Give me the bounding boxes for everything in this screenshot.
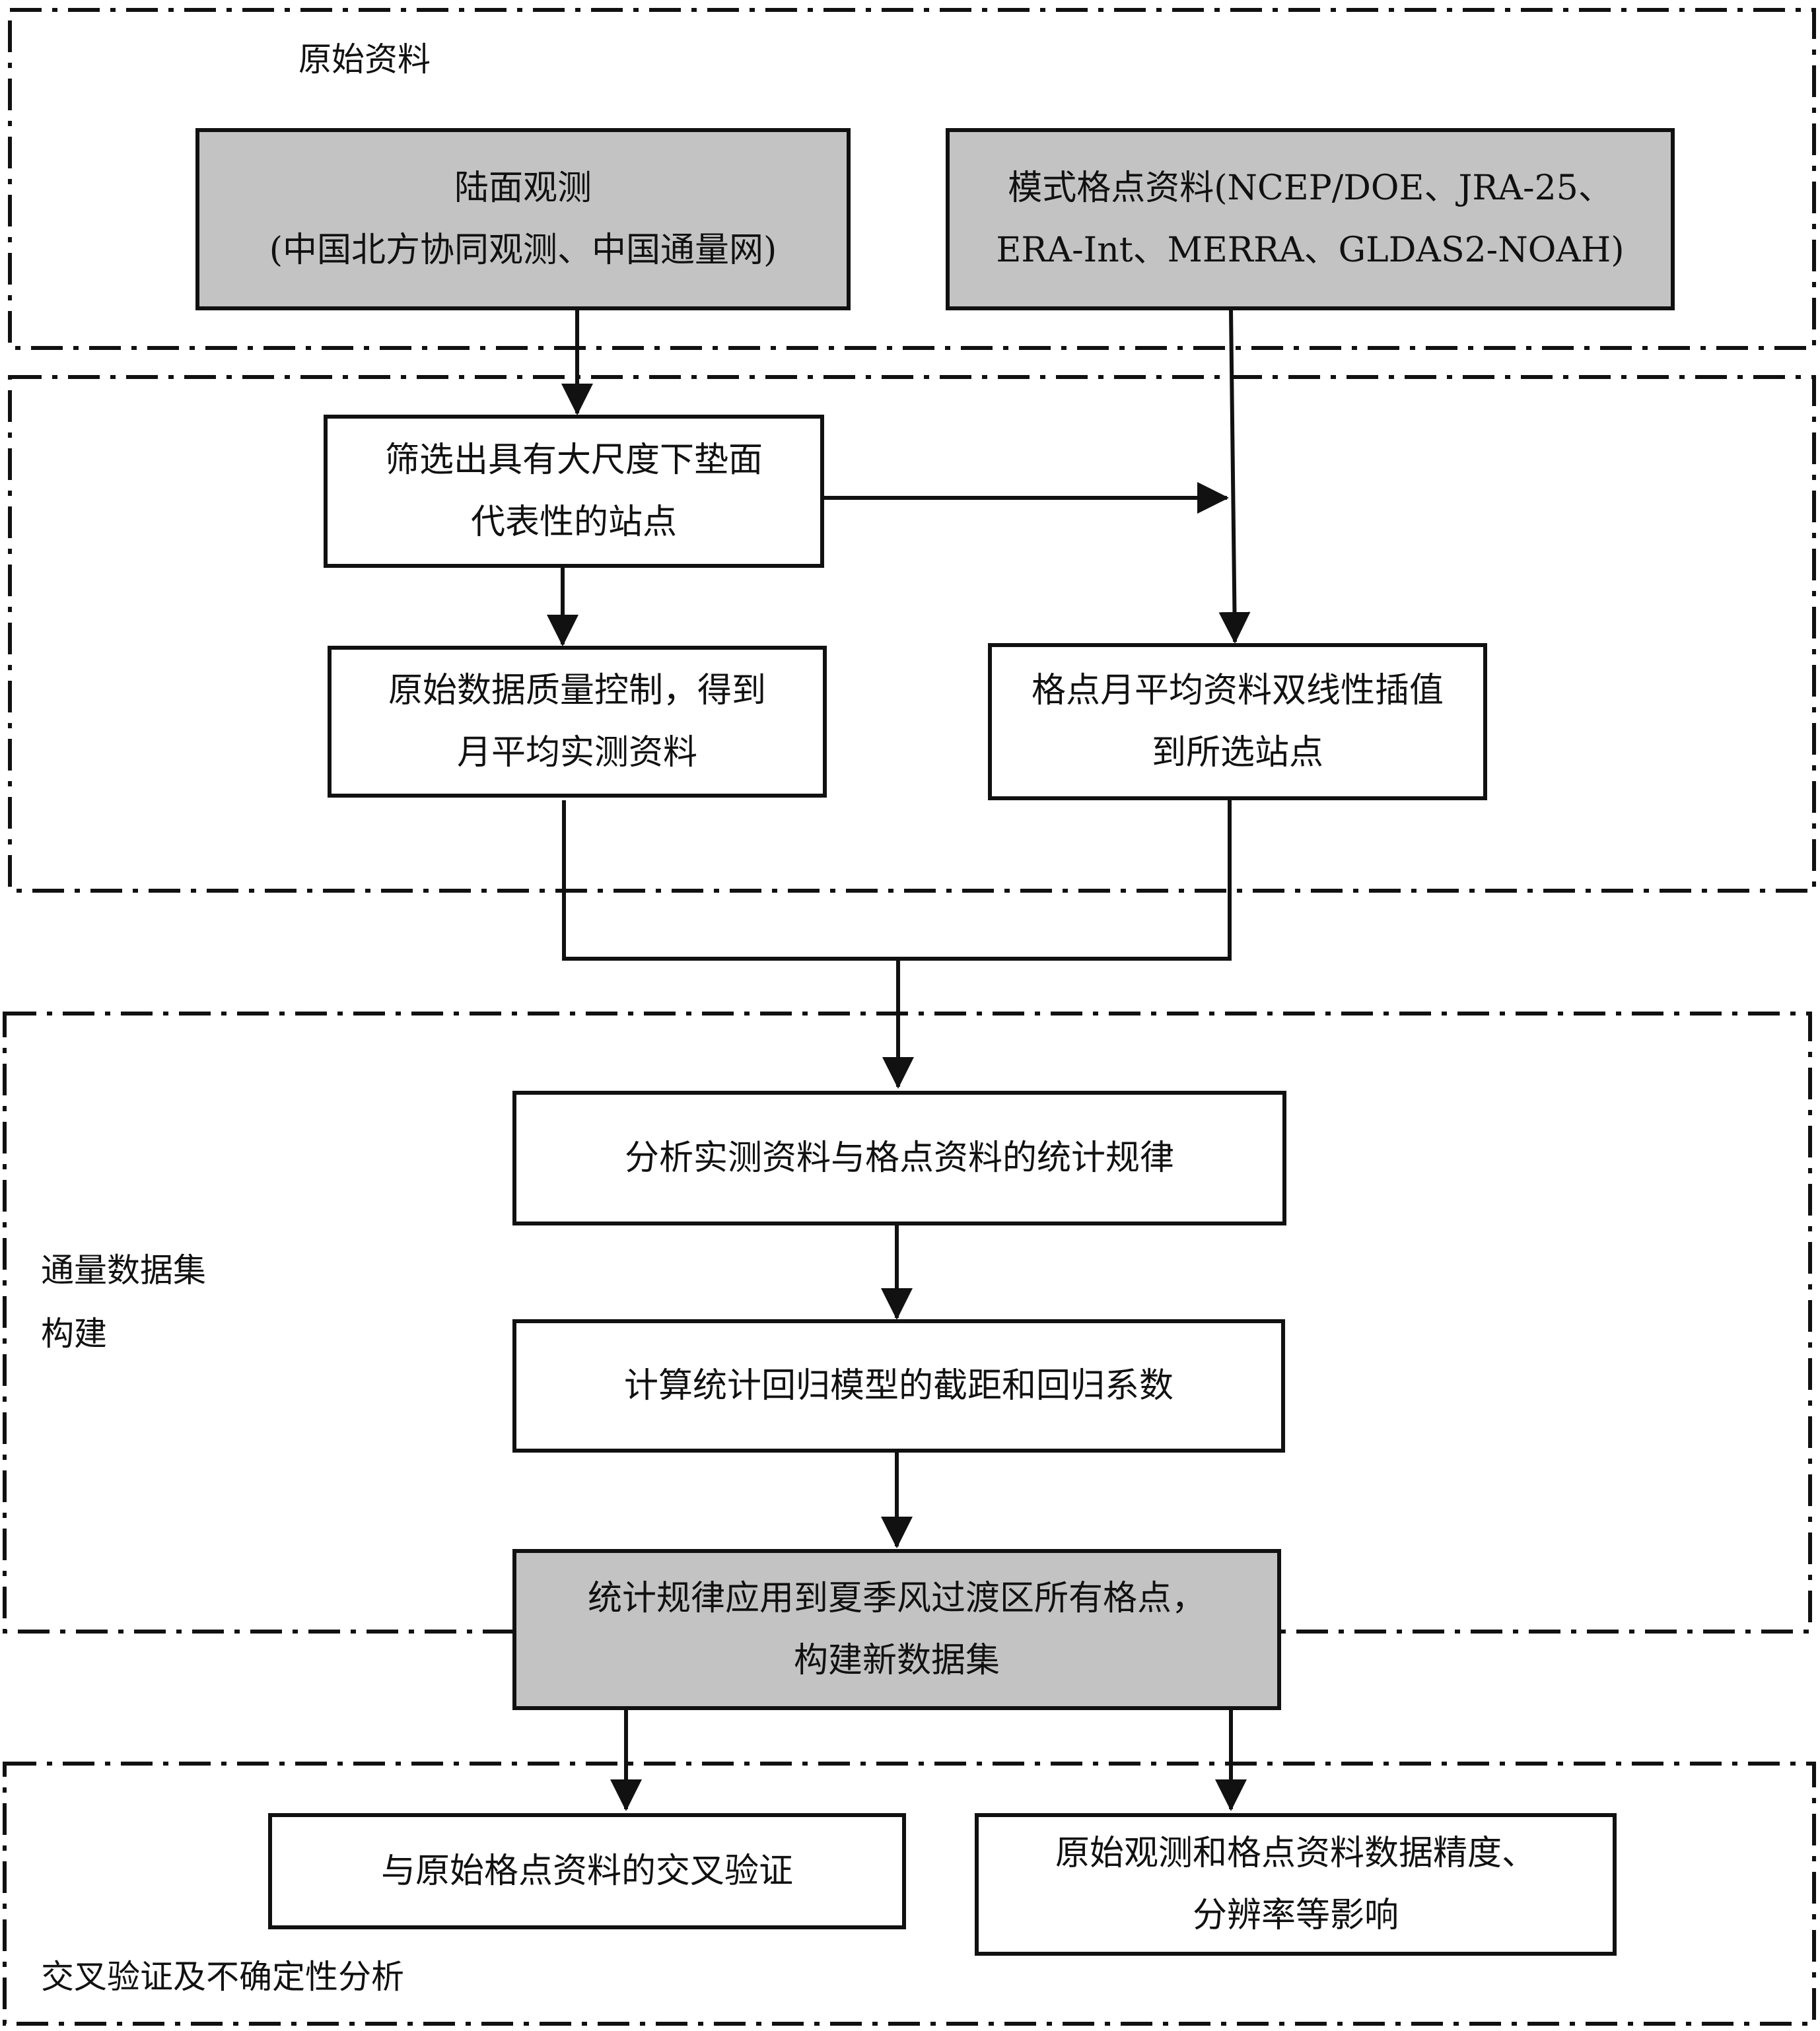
node-apply-rules: 统计规律应用到夏季风过渡区所有格点， 构建新数据集 <box>512 1549 1281 1710</box>
node-regression-model: 计算统计回归模型的截距和回归系数 <box>512 1319 1285 1453</box>
node-cross-check-line1: 与原始格点资料的交叉验证 <box>380 1851 793 1891</box>
node-model-grid-data-line1: 模式格点资料(NCEP/DOE、JRA-25、 <box>1008 168 1613 208</box>
region-raw-data-border <box>8 8 1816 350</box>
node-interpolation: 格点月平均资料双线性插值 到所选站点 <box>988 643 1487 800</box>
node-site-selection-line1: 筛选出具有大尺度下垫面 <box>384 440 763 480</box>
arrow-modelgrid-to-interpolation <box>1218 310 1251 644</box>
region-preprocessing-border <box>8 375 1816 893</box>
node-quality-control: 原始数据质量控制，得到 月平均实测资料 <box>328 646 827 798</box>
node-interpolation-line2: 到所选站点 <box>1151 733 1323 773</box>
node-site-selection: 筛选出具有大尺度下垫面 代表性的站点 <box>324 415 824 568</box>
region-cross-validation-label: 交叉验证及不确定性分析 <box>41 1958 404 1996</box>
node-quality-control-line2: 月平均实测资料 <box>456 733 697 773</box>
node-land-observation-line2: (中国北方协同观测、中国通量网) <box>269 230 777 270</box>
node-precision-impact-line2: 分辨率等影响 <box>1192 1896 1399 1935</box>
node-statistical-analysis: 分析实测资料与格点资料的统计规律 <box>512 1091 1286 1225</box>
region-raw-data: 原始资料 <box>8 8 1816 350</box>
region-cross-validation: 交叉验证及不确定性分析 <box>3 1762 1816 2026</box>
node-model-grid-data: 模式格点资料(NCEP/DOE、JRA-25、 ERA-Int、MERRA、GL… <box>946 128 1675 310</box>
node-land-observation-line1: 陆面观测 <box>454 168 592 208</box>
node-interpolation-line1: 格点月平均资料双线性插值 <box>1031 671 1444 710</box>
node-apply-rules-line1: 统计规律应用到夏季风过渡区所有格点， <box>587 1579 1206 1618</box>
node-cross-check: 与原始格点资料的交叉验证 <box>268 1813 906 1929</box>
region-raw-data-label: 原始资料 <box>298 40 431 79</box>
node-site-selection-line2: 代表性的站点 <box>470 502 677 542</box>
node-apply-rules-line2: 构建新数据集 <box>793 1641 1000 1680</box>
node-quality-control-line1: 原始数据质量控制，得到 <box>388 671 766 710</box>
merge-qc-interp <box>562 800 1232 961</box>
node-precision-impact-line1: 原始观测和格点资料数据精度、 <box>1055 1834 1536 1873</box>
node-model-grid-data-line2: ERA-Int、MERRA、GLDAS2-NOAH) <box>996 230 1625 270</box>
region-preprocessing <box>8 375 1816 893</box>
node-precision-impact: 原始观测和格点资料数据精度、 分辨率等影响 <box>975 1813 1617 1956</box>
region-cross-validation-border <box>3 1762 1816 2026</box>
region-dataset-build-label: 通量数据集 构建 <box>41 1251 206 1353</box>
node-regression-model-line1: 计算统计回归模型的截距和回归系数 <box>623 1366 1173 1406</box>
node-land-observation: 陆面观测 (中国北方协同观测、中国通量网) <box>195 128 851 310</box>
node-statistical-analysis-line1: 分析实测资料与格点资料的统计规律 <box>624 1138 1174 1178</box>
